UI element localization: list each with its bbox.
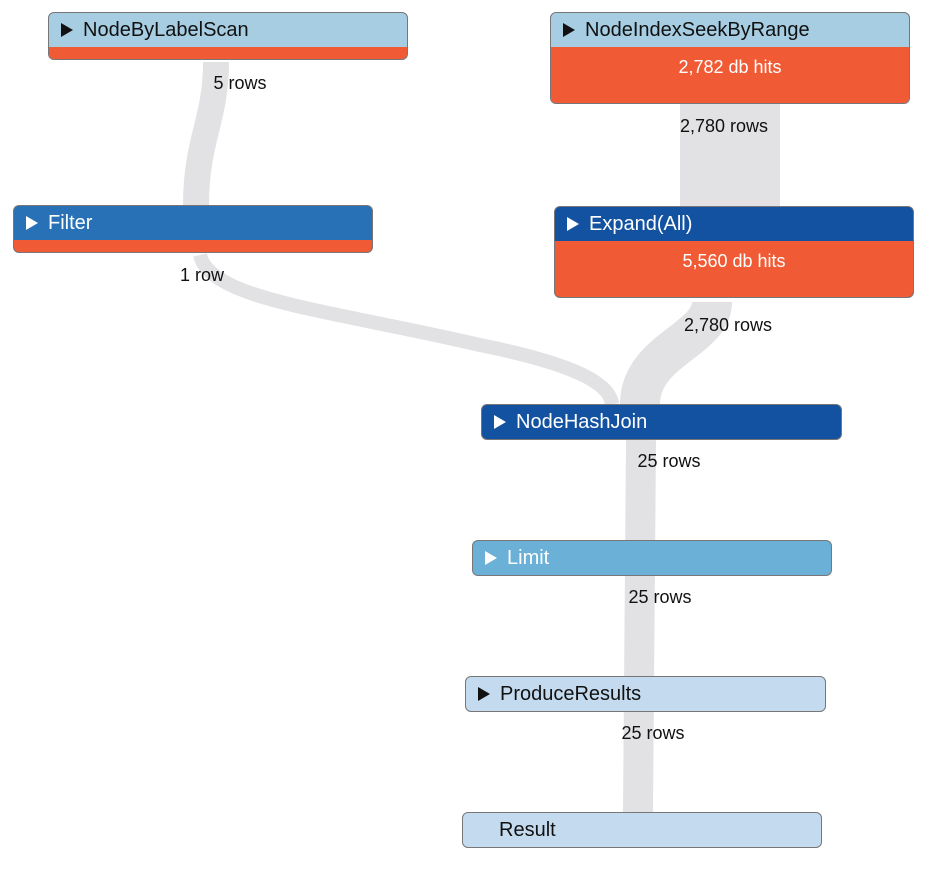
operator-node-index-seek-by-range[interactable]: NodeIndexSeekByRange 2,782 db hits (550, 12, 910, 104)
expand-arrow-icon[interactable] (494, 415, 506, 429)
operator-node-by-label-scan[interactable]: NodeByLabelScan (48, 12, 408, 60)
operator-name: Limit (507, 546, 550, 569)
operator-filter[interactable]: Filter (13, 205, 373, 253)
db-hits-bar (14, 240, 372, 252)
row-count: 5 rows (213, 73, 267, 93)
operator-name: Filter (48, 211, 93, 234)
operator-title: Expand(All) (555, 207, 913, 241)
operator-name: NodeIndexSeekByRange (585, 18, 810, 41)
operator-name: Result (499, 818, 556, 841)
operator-limit[interactable]: Limit (472, 540, 832, 576)
row-count: 25 rows (628, 587, 692, 607)
row-count: 1 row (179, 265, 224, 285)
operator-name: NodeHashJoin (516, 410, 648, 433)
operator-name: ProduceResults (500, 682, 642, 705)
operator-title: Limit (473, 541, 831, 575)
operator-title: NodeIndexSeekByRange (551, 13, 909, 47)
db-hits-panel: 5,560 db hits (555, 241, 913, 297)
operator-title: NodeByLabelScan (49, 13, 407, 47)
expand-arrow-icon[interactable] (61, 23, 73, 37)
operator-produce-results[interactable]: ProduceResults (465, 676, 826, 712)
db-hits-bar (49, 47, 407, 59)
row-count: 2,780 rows (679, 116, 769, 136)
row-count: 2,780 rows (683, 315, 773, 335)
expand-arrow-icon[interactable] (478, 687, 490, 701)
flow-expand-to-join (620, 299, 732, 406)
expand-arrow-icon[interactable] (485, 551, 497, 565)
flow-filter-to-join (193, 252, 619, 406)
expand-arrow-icon[interactable] (567, 217, 579, 231)
operator-title: NodeHashJoin (482, 405, 841, 439)
row-count: 25 rows (637, 451, 701, 471)
expand-arrow-icon[interactable] (26, 216, 38, 230)
operator-title: Result (463, 813, 821, 847)
flow-scan-to-filter (183, 61, 229, 206)
db-hits-panel: 2,782 db hits (551, 47, 909, 103)
expand-arrow-icon[interactable] (563, 23, 575, 37)
operator-name: Expand(All) (589, 212, 693, 235)
operator-result[interactable]: Result (462, 812, 822, 848)
operator-node-hash-join[interactable]: NodeHashJoin (481, 404, 842, 440)
operator-title: ProduceResults (466, 677, 825, 711)
flow-join-to-result (623, 439, 656, 813)
operator-name: NodeByLabelScan (83, 18, 249, 41)
operator-expand-all[interactable]: Expand(All) 5,560 db hits (554, 206, 914, 298)
operator-title: Filter (14, 206, 372, 240)
row-count: 25 rows (621, 723, 685, 743)
